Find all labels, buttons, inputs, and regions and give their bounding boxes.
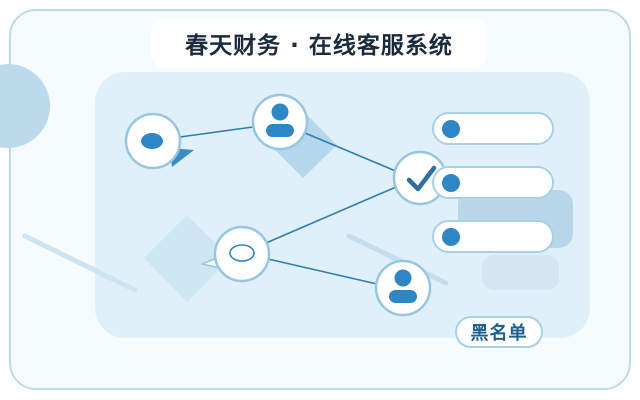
connector-line — [304, 132, 399, 173]
decor-diamond-lower — [144, 215, 230, 302]
bullet-dot-icon — [442, 173, 460, 192]
connector-line — [265, 186, 397, 244]
node-circle — [374, 259, 432, 317]
check-icon — [406, 165, 437, 192]
bullet-dot-icon — [442, 119, 460, 138]
decor-line-right — [346, 233, 449, 286]
chat-node-outline — [201, 225, 271, 283]
connector-line — [267, 258, 378, 285]
user-node — [251, 93, 309, 151]
decor-line-left — [22, 233, 138, 293]
list-item — [432, 166, 554, 199]
user-node — [374, 259, 432, 317]
decor-circle — [0, 64, 50, 148]
decor-slab-light — [482, 255, 559, 290]
user-avatar-icon — [389, 269, 417, 303]
connector-line — [179, 126, 254, 138]
page-title: 春天财务 · 在线客服系统 — [151, 18, 487, 68]
node-circle — [251, 93, 309, 151]
chat-bubble-icon — [141, 133, 163, 149]
list-item — [432, 112, 554, 145]
list-item — [432, 220, 554, 253]
chat-bubble-outline-icon — [229, 244, 255, 262]
blacklist-button[interactable]: 黑名单 — [455, 316, 543, 348]
bullet-dot-icon — [442, 227, 460, 246]
chat-node — [124, 112, 194, 170]
user-avatar-icon — [266, 103, 294, 137]
